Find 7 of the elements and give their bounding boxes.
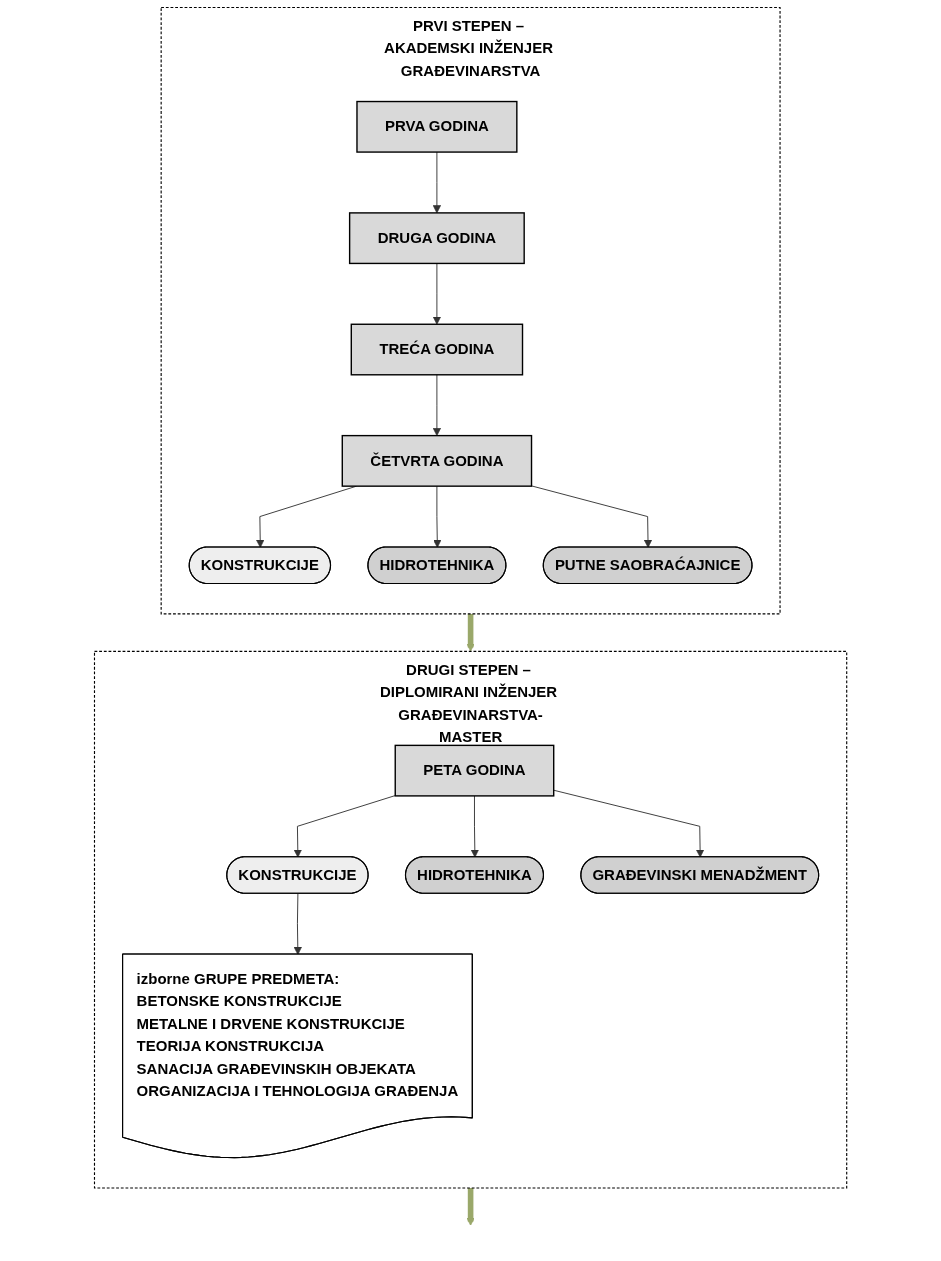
node-box: PETA GODINA	[394, 744, 555, 797]
arrow	[466, 1188, 475, 1226]
node-box: PRVA GODINA	[356, 100, 518, 153]
node-box: TREĆA GODINA	[350, 323, 524, 376]
node-box: DRUGA GODINA	[348, 212, 525, 265]
arrow	[466, 613, 475, 652]
node-box: ČETVRTA GODINA	[341, 434, 533, 487]
